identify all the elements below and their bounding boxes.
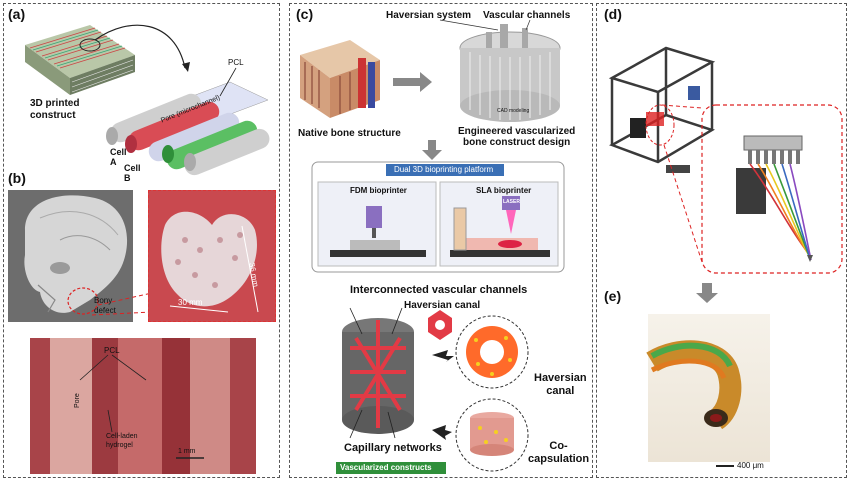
scale-400um: 400 μm: [737, 461, 764, 470]
panel-b-label: (b): [8, 170, 26, 186]
cad-label: CAD modeling: [497, 108, 530, 114]
engineered-label: Engineered vascularized bone construct d…: [458, 126, 576, 148]
cocapsulation-label: Co- capsulation: [528, 440, 590, 465]
construct-label: 3D printed construct: [30, 98, 80, 121]
pcl-label-a: PCL: [228, 58, 244, 67]
platform-label: Dual 3D bioprinting platform: [394, 165, 494, 174]
hydrogel-label: Cell-laden hydrogel: [106, 433, 138, 449]
native-bone-label: Native bone structure: [298, 128, 401, 139]
sla-label: SLA bioprinter: [476, 186, 532, 195]
implant-photo: [148, 190, 276, 322]
cell-a-label: Cell A: [110, 147, 127, 167]
micrograph-image: [30, 338, 256, 474]
capillary-label: Capillary networks: [344, 442, 442, 454]
haversian-canal-top-label: Haversian canal: [404, 300, 481, 311]
panel-de: [596, 3, 847, 478]
panel-c: [289, 3, 593, 478]
pore-label-b: Pore: [74, 393, 81, 408]
panel-e-label: (e): [604, 288, 622, 304]
panel-a-label: (a): [8, 6, 26, 22]
laser-label: LASER: [503, 199, 520, 205]
bony-defect-label: Bony defect: [94, 296, 116, 315]
haversian-canal-label: Haversian canal: [534, 372, 587, 397]
vascularized-label: Vascularized constructs: [340, 463, 432, 472]
scale-1mm: 1 mm: [178, 448, 196, 455]
interconnected-label: Interconnected vascular channels: [350, 284, 528, 296]
panel-c-label: (c): [296, 6, 314, 22]
fdm-label: FDM bioprinter: [350, 186, 407, 195]
vascular-channels-label: Vascular channels: [483, 10, 571, 21]
cell-b-label: Cell B: [124, 163, 141, 183]
filament-photo: [648, 314, 770, 462]
dim-30-label: 30 mm: [178, 298, 203, 307]
panel-d-label: (d): [604, 6, 622, 22]
haversian-system-label: Haversian system: [386, 10, 472, 21]
pcl-label-b: PCL: [104, 346, 120, 355]
panel-ab: [3, 3, 280, 478]
